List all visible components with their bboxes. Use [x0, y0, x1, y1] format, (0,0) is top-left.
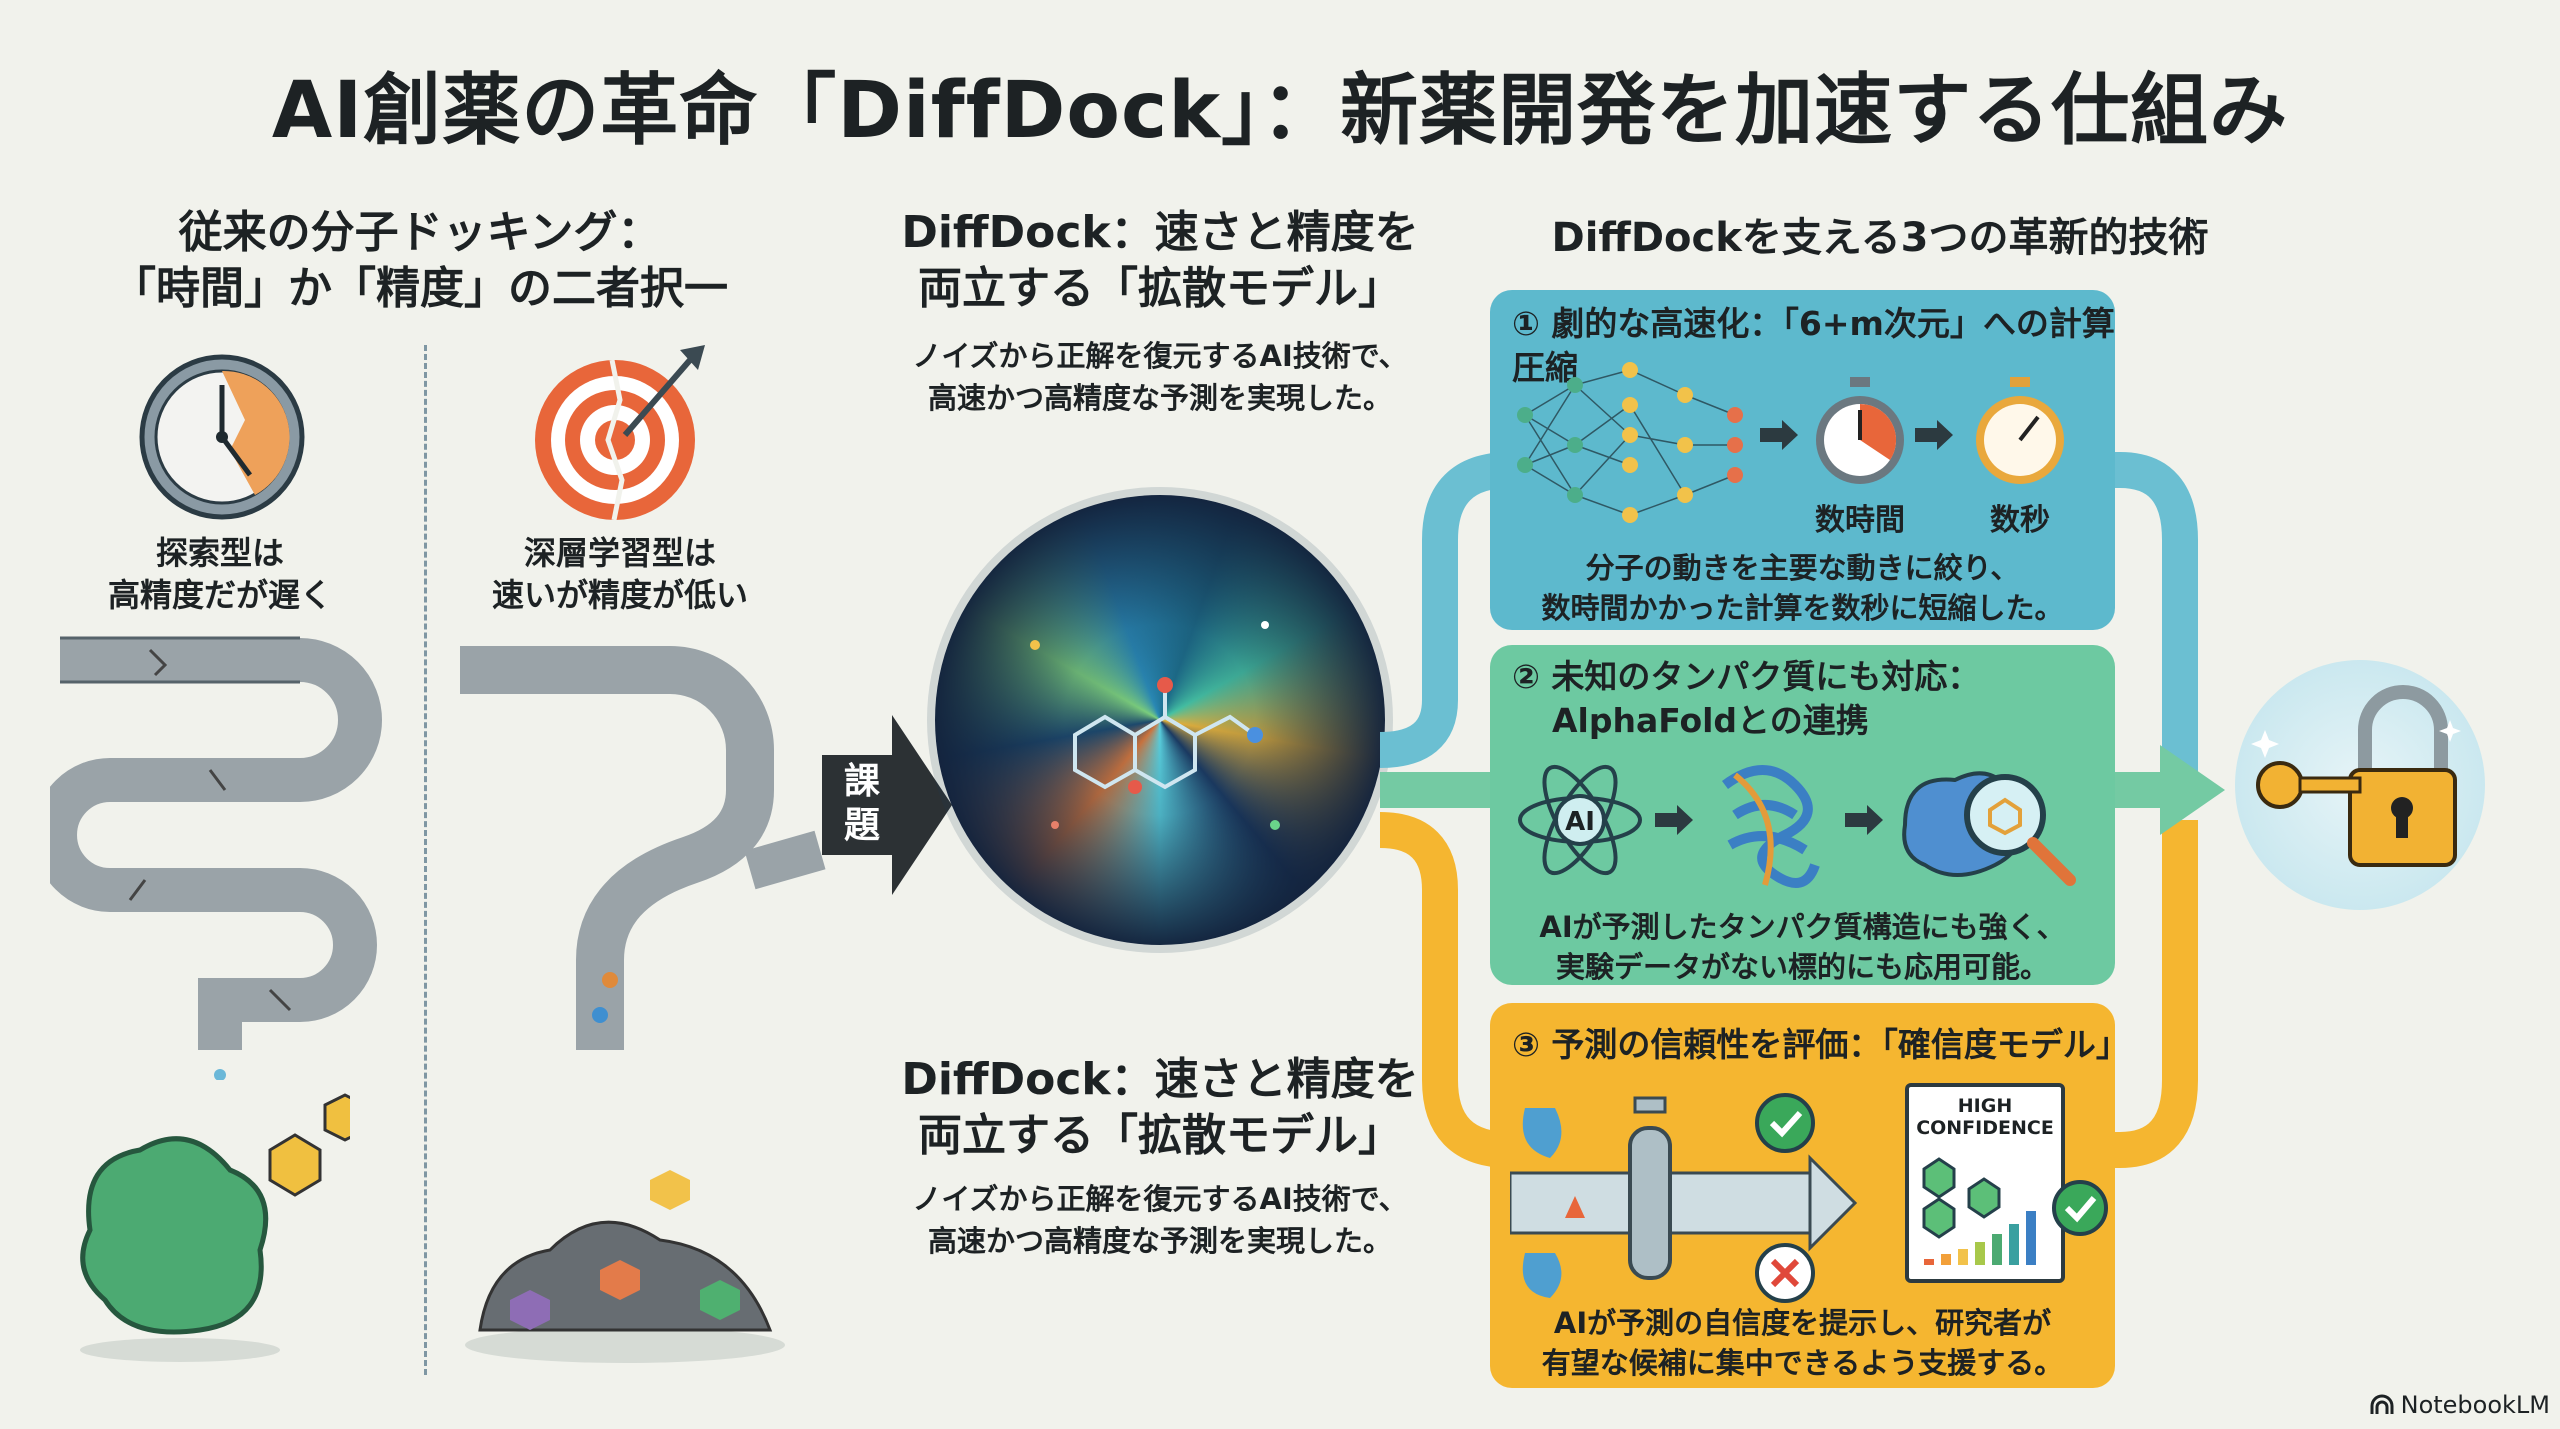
panel-speedup: ① 劇的な高速化：「6+m次元」への計算圧縮 数時間 数秒 分子の動きを主要な動…: [1490, 290, 2115, 630]
desc-line: AIが予測したタンパク質構造にも強く、: [1539, 910, 2066, 944]
filter-pipe-illustration: [1510, 1093, 1858, 1303]
broken-target-icon: [535, 345, 705, 521]
card-line: HIGH: [1957, 1095, 2013, 1117]
desc-line: 実験データがない標的にも応用可能。: [1555, 950, 2049, 984]
molecule-chart-icon: [1922, 1157, 2036, 1265]
heading-line: 両立する「拡散モデル」: [918, 263, 1402, 314]
notebooklm-watermark: NotebookLM: [2369, 1391, 2550, 1419]
diffusion-model-desc-bottom: ノイズから正解を復元するAI技術で、 高速かつ高精度な予測を実現した。: [880, 1178, 1440, 1262]
heading-line: DiffDock：速さと精度を: [901, 1054, 1419, 1105]
panel-title: ① 劇的な高速化：「6+m次元」への計算圧縮: [1512, 304, 2115, 387]
key-lock-icon: [2251, 685, 2461, 867]
innovations-heading: DiffDockを支える3つの革新的技術: [1551, 215, 2209, 261]
ai-atom-icon: AI: [1518, 764, 1642, 876]
notebooklm-logo-icon: [2370, 1394, 2394, 1414]
divider: [424, 345, 427, 1375]
caption-line: 探索型は: [155, 534, 284, 572]
desc-line: ノイズから正解を復元するAI技術で、: [912, 1182, 1408, 1216]
unlock-result-illustration: [2235, 660, 2485, 910]
panel-desc: 分子の動きを主要な動きに絞り、 数時間かかった計算を数秒に短縮した。: [1490, 548, 2115, 628]
panel-title: ③ 予測の信頼性を評価：「確信度モデル」: [1512, 1025, 2129, 1064]
label-seconds: 数秒: [1990, 503, 2050, 538]
heading-line: 「時間」か「精度」の二者択一: [112, 263, 728, 314]
card-line: CONFIDENCE: [1916, 1117, 2054, 1139]
check-icon: [1755, 1093, 1815, 1153]
label-hours: 数時間: [1815, 503, 1905, 538]
protein-magnifier-icon: [1902, 771, 2076, 886]
arrow-right-icon: [1655, 805, 1693, 835]
broken-clock-icon: [139, 354, 305, 520]
neural-network-icon: [1517, 362, 1743, 523]
heading-line: 両立する「拡散モデル」: [918, 1110, 1402, 1161]
desc-line: 分子の動きを主要な動きに絞り、: [1585, 551, 2020, 585]
traditional-docking-heading: 従来の分子ドッキング： 「時間」か「精度」の二者択一: [60, 205, 780, 317]
check-icon: [2052, 1180, 2108, 1236]
panel-desc: AIが予測したタンパク質構造にも強く、 実験データがない標的にも応用可能。: [1490, 907, 2115, 987]
caption-line: 速いが精度が低い: [491, 576, 748, 614]
heading-line: 従来の分子ドッキング：: [178, 207, 662, 258]
desc-line: 高速かつ高精度な予測を実現した。: [927, 381, 1392, 415]
heading-line: DiffDock：速さと精度を: [901, 207, 1419, 258]
brand-label: NotebookLM: [2400, 1391, 2550, 1419]
panel-alphafold: ② 未知のタンパク質にも対応： AlphaFoldとの連携 AI AIが予測した…: [1490, 645, 2115, 985]
diffusion-swirl-illustration: [935, 495, 1385, 945]
title-line: ② 未知のタンパク質にも対応：: [1512, 657, 1981, 696]
desc-line: 高速かつ高精度な予測を実現した。: [927, 1224, 1392, 1258]
caption-line: 高精度だが遅く: [107, 576, 332, 614]
panel-confidence: ③ 予測の信頼性を評価：「確信度モデル」 HIGH CONFIDENCE AIが…: [1490, 1003, 2129, 1388]
arrow-right-icon: [1845, 805, 1883, 835]
desc-line: 有望な候補に集中できるよう支援する。: [1541, 1346, 2064, 1380]
desc-line: 数時間かかった計算を数秒に短縮した。: [1541, 591, 2064, 625]
stopwatch-hours-icon: [1816, 377, 1904, 484]
diffusion-model-desc-top: ノイズから正解を復元するAI技術で、 高速かつ高精度な予測を実現した。: [880, 335, 1440, 419]
panel-desc: AIが予測の自信度を提示し、研究者が 有望な候補に集中できるよう支援する。: [1490, 1303, 2115, 1383]
panel-title: ② 未知のタンパク質にも対応： AlphaFoldとの連携: [1512, 655, 1980, 743]
challenge-arrow: 課題: [822, 715, 952, 895]
molecule-icon: [1030, 621, 1280, 830]
title-line: AlphaFoldとの連携: [1552, 701, 1869, 740]
leaky-pipe-illustration: [460, 646, 826, 1050]
high-confidence-card: HIGH CONFIDENCE: [1905, 1083, 2065, 1283]
diffusion-model-heading-bottom: DiffDock：速さと精度を 両立する「拡散モデル」: [880, 1052, 1440, 1164]
search-type-caption: 探索型は 高精度だが遅く: [70, 532, 370, 616]
arrow-right-icon: [1915, 420, 1953, 450]
stopwatch-seconds-icon: [1976, 377, 2064, 484]
protein-ligand-illustration: [80, 1093, 350, 1362]
card-label: HIGH CONFIDENCE: [1909, 1095, 2061, 1139]
arrow-right-icon: [1760, 420, 1798, 450]
ai-label: AI: [1565, 807, 1595, 837]
page-title: AI創薬の革命「DiffDock」：新薬開発を加速する仕組み: [271, 66, 2289, 156]
broken-pipe-illustration: [50, 636, 382, 1080]
caption-line: 深層学習型は: [523, 534, 716, 572]
rubble-pile-illustration: [465, 1170, 785, 1363]
diffusion-model-heading-top: DiffDock：速さと精度を 両立する「拡散モデル」: [880, 205, 1440, 317]
challenge-label: 課題: [843, 761, 880, 846]
deep-learning-type-caption: 深層学習型は 速いが精度が低い: [460, 532, 780, 616]
right-arrow-icon: [822, 715, 952, 895]
desc-line: AIが予測の自信度を提示し、研究者が: [1553, 1306, 2052, 1340]
protein-structure-icon: [1722, 765, 1820, 888]
desc-line: ノイズから正解を復元するAI技術で、: [912, 339, 1408, 373]
